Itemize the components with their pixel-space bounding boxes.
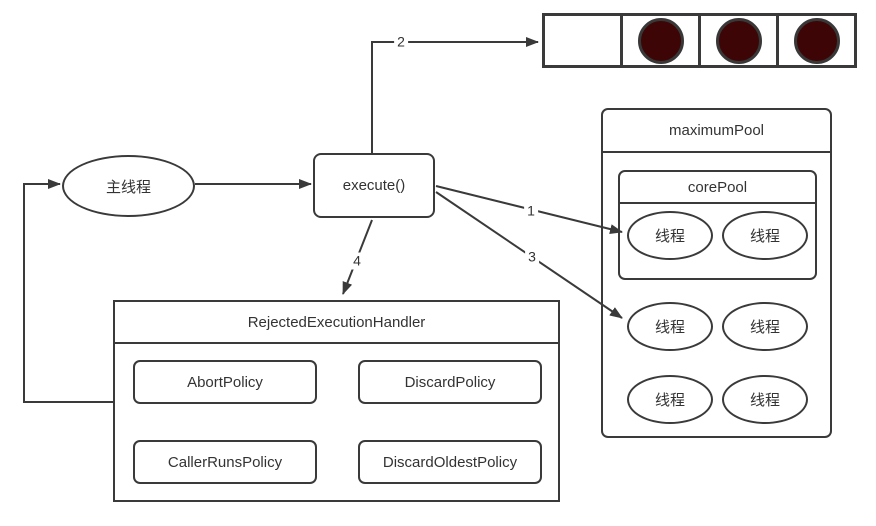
edge-label-1: 1 bbox=[524, 202, 538, 220]
task-queue bbox=[542, 13, 857, 68]
queue-cell bbox=[545, 16, 620, 65]
thread-label: 线程 bbox=[654, 319, 685, 336]
main-thread-label: 主线程 bbox=[105, 178, 151, 196]
task-circle bbox=[637, 17, 684, 64]
thread-label: 线程 bbox=[749, 228, 780, 245]
arrow-handler-to-main-thread bbox=[23, 179, 113, 403]
edge-label-3: 3 bbox=[525, 248, 539, 266]
maximum-pool-title: maximumPool bbox=[603, 110, 830, 153]
queue-cell bbox=[776, 16, 854, 65]
abort-policy-node: AbortPolicy bbox=[133, 360, 317, 404]
core-pool-container: corePool bbox=[618, 170, 817, 280]
discard-policy-label: DiscardPolicy bbox=[404, 373, 496, 391]
max-thread-ellipse: 线程 bbox=[627, 302, 713, 351]
queue-cell bbox=[620, 16, 698, 65]
core-pool-title: corePool bbox=[620, 172, 815, 204]
max-thread-ellipse: 线程 bbox=[627, 375, 713, 424]
max-thread-ellipse: 线程 bbox=[722, 302, 808, 351]
thread-label: 线程 bbox=[749, 392, 780, 409]
thread-label: 线程 bbox=[749, 319, 780, 336]
thread-label: 线程 bbox=[654, 392, 685, 409]
discard-oldest-policy-node: DiscardOldestPolicy bbox=[358, 440, 542, 484]
caller-runs-policy-node: CallerRunsPolicy bbox=[133, 440, 317, 484]
task-circle bbox=[793, 17, 840, 64]
thread-label: 线程 bbox=[654, 228, 685, 245]
core-thread-ellipse: 线程 bbox=[627, 211, 713, 260]
edge-label-2: 2 bbox=[394, 33, 408, 51]
discard-policy-node: DiscardPolicy bbox=[358, 360, 542, 404]
abort-policy-label: AbortPolicy bbox=[187, 373, 263, 391]
rejected-handler-title: RejectedExecutionHandler bbox=[115, 302, 558, 344]
core-thread-ellipse: 线程 bbox=[722, 211, 808, 260]
edge-label-4: 4 bbox=[350, 252, 364, 270]
arrow-execute-to-queue bbox=[371, 37, 539, 153]
execute-node: execute() bbox=[313, 153, 435, 218]
discard-oldest-policy-label: DiscardOldestPolicy bbox=[382, 453, 518, 471]
max-thread-ellipse: 线程 bbox=[722, 375, 808, 424]
task-circle bbox=[715, 17, 762, 64]
execute-label: execute() bbox=[342, 177, 406, 194]
main-thread-node: 主线程 bbox=[62, 155, 195, 217]
queue-cell bbox=[698, 16, 776, 65]
caller-runs-policy-label: CallerRunsPolicy bbox=[167, 453, 283, 471]
